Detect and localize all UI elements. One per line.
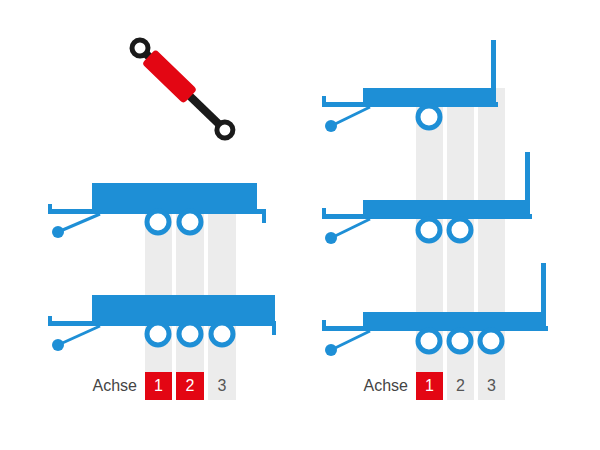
trailers [48,40,548,356]
wheels [147,106,502,352]
axle-box: 1 [145,372,172,400]
axle-box: 3 [478,372,505,400]
axle-box: 2 [447,372,474,400]
drawbars [58,107,370,350]
axle-number: 2 [186,378,195,394]
axle-number: 3 [487,378,496,394]
axle-box: 3 [208,372,236,400]
axle-box: 1 [416,372,443,400]
shock-absorber [127,35,237,142]
axle-label: Achse [364,378,408,394]
axle-number: 1 [425,378,434,394]
axle-box: 2 [176,372,204,400]
axle-label: Achse [93,378,137,394]
axle-number: 1 [154,378,163,394]
axle-number: 2 [456,378,465,394]
axle-number: 3 [218,378,227,394]
